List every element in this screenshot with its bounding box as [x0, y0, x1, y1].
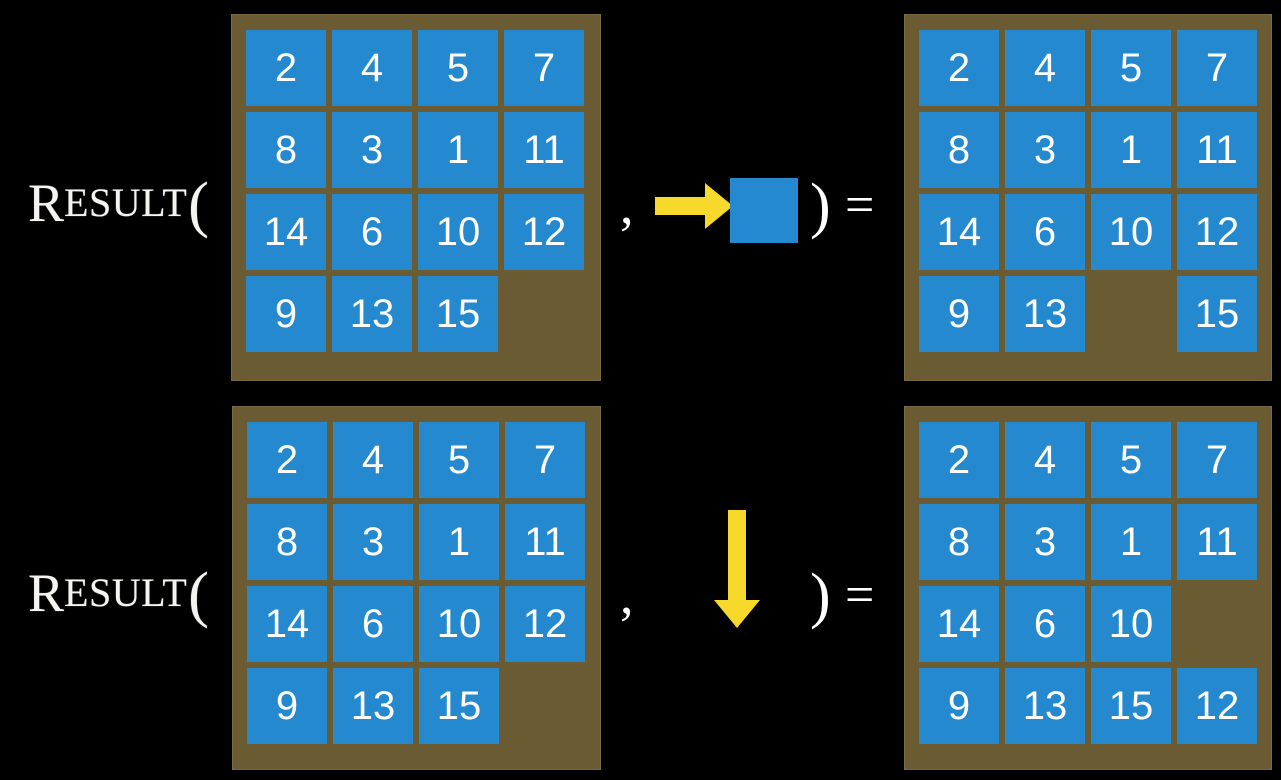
tile[interactable]: 7 [1177, 422, 1257, 498]
tile[interactable]: 1 [418, 112, 498, 188]
result-open-paren: ( [188, 561, 209, 629]
tile[interactable]: 9 [247, 668, 327, 744]
tile[interactable]: 7 [504, 30, 584, 106]
moving-tile [730, 178, 798, 243]
input-board-bottom: 2 4 5 7 8 3 1 11 14 6 10 12 9 13 15 [232, 406, 601, 770]
tile[interactable]: 13 [332, 276, 412, 352]
tile[interactable]: 5 [418, 30, 498, 106]
tile[interactable]: 13 [1005, 276, 1085, 352]
result-close-paren: ) [810, 562, 831, 630]
empty-slot[interactable] [504, 276, 584, 352]
equation-row-slide-right: R ESULT ( 2 4 5 7 8 3 1 11 14 6 10 12 9 … [28, 14, 1272, 381]
arrow-down-head-icon [714, 600, 760, 628]
tile[interactable]: 14 [247, 586, 327, 662]
tile[interactable]: 2 [246, 30, 326, 106]
tile[interactable]: 4 [1005, 422, 1085, 498]
tile[interactable]: 12 [504, 194, 584, 270]
equals-sign: = [845, 567, 875, 624]
tile[interactable]: 1 [419, 504, 499, 580]
argument-separator-comma: , [620, 565, 634, 625]
tile[interactable]: 15 [419, 668, 499, 744]
tile[interactable]: 5 [1091, 422, 1171, 498]
tile[interactable]: 6 [332, 194, 412, 270]
tile[interactable]: 10 [419, 586, 499, 662]
tile[interactable]: 1 [1091, 504, 1171, 580]
result-label-smallcaps: ESULT [64, 570, 188, 615]
result-label-initial: R [28, 173, 65, 233]
tile[interactable]: 11 [504, 112, 584, 188]
tile[interactable]: 13 [333, 668, 413, 744]
tile[interactable]: 10 [418, 194, 498, 270]
tile[interactable]: 5 [1091, 30, 1171, 106]
tile[interactable]: 3 [1005, 112, 1085, 188]
tile[interactable]: 3 [333, 504, 413, 580]
output-board-bottom-grid: 2 4 5 7 8 3 1 11 14 6 10 9 13 15 12 [919, 422, 1257, 744]
result-label-initial: R [28, 563, 65, 623]
move-right-glyph [655, 170, 805, 255]
empty-slot[interactable] [1177, 586, 1257, 662]
tile[interactable]: 8 [247, 504, 327, 580]
tile[interactable]: 3 [1005, 504, 1085, 580]
tile[interactable]: 14 [919, 586, 999, 662]
output-board-top: 2 4 5 7 8 3 1 11 14 6 10 12 9 13 15 [904, 14, 1272, 381]
tile[interactable]: 6 [333, 586, 413, 662]
input-board-top-grid: 2 4 5 7 8 3 1 11 14 6 10 12 9 13 15 [246, 30, 584, 352]
move-down-glyph [700, 510, 820, 670]
arrow-right-head-icon [705, 183, 733, 229]
result-close-paren: ) [810, 172, 831, 240]
tile[interactable]: 12 [1177, 668, 1257, 744]
tile[interactable]: 13 [1005, 668, 1085, 744]
empty-slot[interactable] [505, 668, 585, 744]
result-open-paren: ( [188, 171, 209, 239]
arrow-right-icon [655, 197, 707, 215]
tile[interactable]: 4 [1005, 30, 1085, 106]
tile[interactable]: 2 [919, 30, 999, 106]
tile[interactable]: 15 [418, 276, 498, 352]
tile[interactable]: 12 [505, 586, 585, 662]
tile[interactable]: 14 [246, 194, 326, 270]
tile[interactable]: 5 [419, 422, 499, 498]
result-label-bottom: R ESULT ( [28, 558, 209, 628]
arrow-down-icon [728, 510, 746, 608]
empty-slot[interactable] [1091, 276, 1171, 352]
tile[interactable]: 10 [1091, 194, 1171, 270]
input-board-top: 2 4 5 7 8 3 1 11 14 6 10 12 9 13 15 [231, 14, 601, 381]
tile[interactable]: 8 [919, 112, 999, 188]
tile[interactable]: 12 [1177, 194, 1257, 270]
input-board-bottom-grid: 2 4 5 7 8 3 1 11 14 6 10 12 9 13 15 [247, 422, 585, 744]
argument-separator-comma: , [620, 175, 634, 235]
tile[interactable]: 4 [333, 422, 413, 498]
tile[interactable]: 11 [1177, 504, 1257, 580]
tile[interactable]: 11 [1177, 112, 1257, 188]
output-board-top-grid: 2 4 5 7 8 3 1 11 14 6 10 12 9 13 15 [919, 30, 1257, 352]
tile[interactable]: 2 [919, 422, 999, 498]
tile[interactable]: 2 [247, 422, 327, 498]
tile[interactable]: 6 [1005, 194, 1085, 270]
equation-row-slide-down: R ESULT ( 2 4 5 7 8 3 1 11 14 6 10 12 9 … [0, 390, 1281, 780]
equals-sign: = [845, 177, 875, 234]
tile[interactable]: 1 [1091, 112, 1171, 188]
output-board-bottom: 2 4 5 7 8 3 1 11 14 6 10 9 13 15 12 [904, 406, 1272, 770]
tile[interactable]: 7 [1177, 30, 1257, 106]
result-label-smallcaps: ESULT [64, 180, 188, 225]
tile[interactable]: 14 [919, 194, 999, 270]
tile[interactable]: 7 [505, 422, 585, 498]
tile[interactable]: 11 [505, 504, 585, 580]
tile[interactable]: 15 [1177, 276, 1257, 352]
tile[interactable]: 4 [332, 30, 412, 106]
tile[interactable]: 6 [1005, 586, 1085, 662]
result-label-top: R ESULT ( [28, 168, 209, 238]
tile[interactable]: 9 [919, 276, 999, 352]
tile[interactable]: 9 [919, 668, 999, 744]
tile[interactable]: 10 [1091, 586, 1171, 662]
tile[interactable]: 9 [246, 276, 326, 352]
tile[interactable]: 8 [919, 504, 999, 580]
tile[interactable]: 8 [246, 112, 326, 188]
tile[interactable]: 15 [1091, 668, 1171, 744]
tile[interactable]: 3 [332, 112, 412, 188]
